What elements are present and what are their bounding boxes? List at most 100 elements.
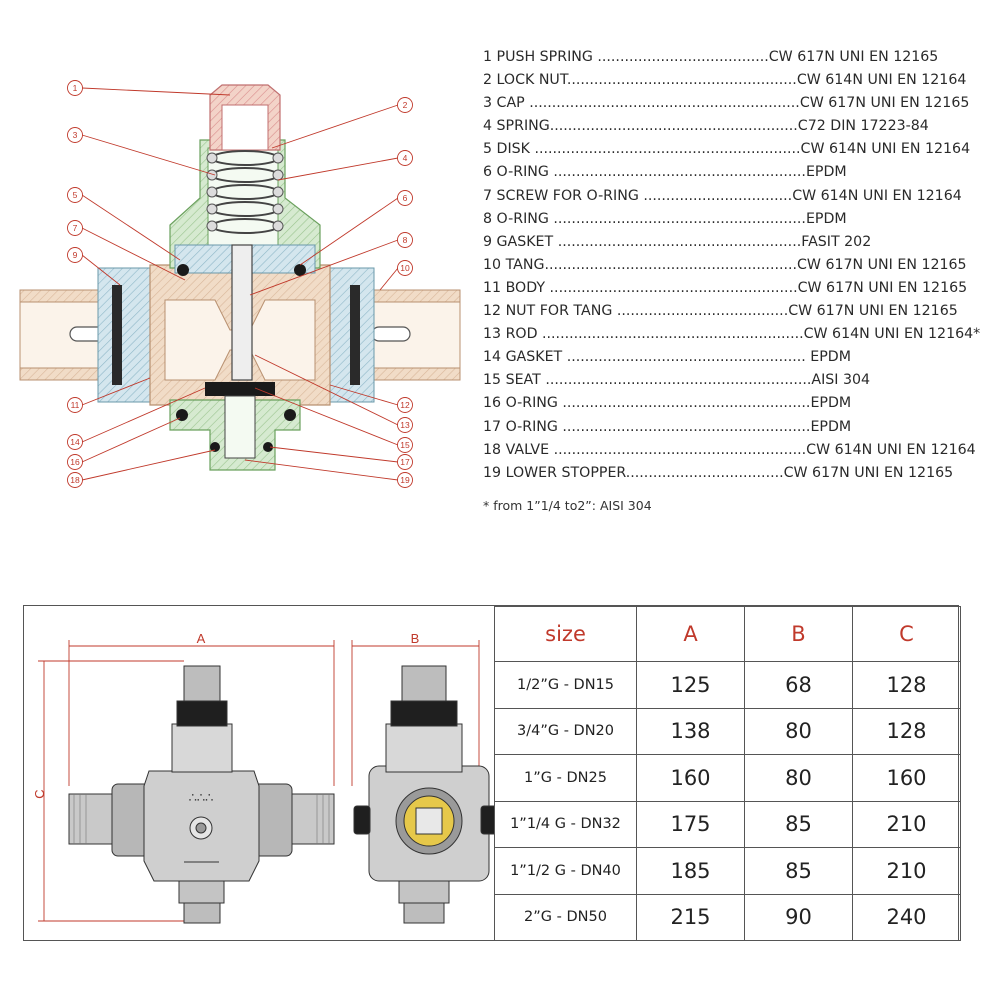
part-leader-dots: ........................................… bbox=[529, 95, 800, 112]
parts-list-item: 12 NUT FOR TANG ........................… bbox=[483, 300, 993, 323]
part-name: 3 CAP bbox=[483, 95, 530, 112]
part-material: CW 617N UNI EN 12165 bbox=[783, 464, 954, 481]
parts-list-item: 7 SCREW FOR O-RING .....................… bbox=[483, 185, 993, 208]
part-name: 15 SEAT bbox=[483, 372, 546, 389]
parts-list-item: 19 LOWER STOPPER........................… bbox=[483, 462, 993, 485]
dimension-cell: 85 bbox=[744, 847, 853, 895]
parts-list-item: 10 TANG.................................… bbox=[483, 254, 993, 277]
part-material: CW 617N UNI EN 12165 bbox=[797, 279, 968, 296]
header-c: C bbox=[852, 606, 961, 662]
part-leader-dots: ...................................... bbox=[597, 49, 769, 65]
part-leader-dots: ........................................… bbox=[542, 326, 804, 343]
part-name: 2 LOCK NUT bbox=[483, 72, 567, 89]
dimension-cell: 210 bbox=[852, 800, 961, 848]
callout-number: 19 bbox=[400, 475, 410, 485]
part-material: CW 614N UNI EN 12164 bbox=[806, 441, 976, 458]
parts-list-item: 14 GASKET ..............................… bbox=[483, 346, 993, 369]
part-material: CW 617N UNI EN 12165 bbox=[797, 256, 967, 273]
parts-list-item: 2 LOCK NUT..............................… bbox=[483, 69, 993, 92]
part-name: 6 O-RING bbox=[483, 164, 554, 181]
part-name: 13 ROD bbox=[483, 326, 543, 343]
part-leader-dots: ........................................… bbox=[549, 118, 798, 135]
dimension-cell: 210 bbox=[852, 847, 961, 895]
dimension-cell: 160 bbox=[852, 754, 961, 802]
part-name: 1 PUSH SPRING bbox=[483, 49, 598, 65]
dimension-cell: 90 bbox=[744, 893, 853, 941]
callout-circle bbox=[397, 397, 413, 413]
parts-list-item: 4 SPRING................................… bbox=[483, 115, 993, 138]
size-cell: 1”1/4 G - DN32 bbox=[494, 800, 637, 848]
part-material: CW 614N UNI EN 12164 bbox=[796, 72, 967, 89]
callout-number: 13 bbox=[400, 420, 410, 430]
dimension-cell: 80 bbox=[744, 754, 853, 802]
callout-number: 9 bbox=[73, 250, 78, 260]
parts-list-item: 6 O-RING ...............................… bbox=[483, 161, 993, 184]
dimension-b bbox=[351, 640, 480, 786]
callout-circle bbox=[397, 232, 413, 248]
logo-mark: ∴∴∴ bbox=[189, 791, 214, 806]
part-leader-dots: ........................................… bbox=[562, 395, 811, 412]
callout-number: 8 bbox=[403, 235, 408, 245]
part-name: 9 GASKET bbox=[483, 233, 558, 250]
callout-circle bbox=[67, 472, 83, 488]
part-leader-dots: ........................................… bbox=[553, 164, 806, 181]
callout-number: 3 bbox=[73, 130, 78, 140]
callout-circle bbox=[397, 97, 413, 113]
dimension-cell: 185 bbox=[636, 847, 745, 895]
part-name: 10 TANG bbox=[483, 256, 545, 273]
part-material: CW 617N UNI EN 12165 bbox=[799, 95, 970, 112]
callout-number: 18 bbox=[70, 475, 80, 485]
dimension-cell: 175 bbox=[636, 800, 745, 848]
part-material: CW 617N UNI EN 12165 bbox=[768, 49, 939, 65]
dimensions-panel: A B C bbox=[23, 605, 961, 941]
parts-list-item: 3 CAP ..................................… bbox=[483, 92, 993, 115]
header-size: size bbox=[494, 606, 637, 662]
part-name: 16 O-RING bbox=[483, 395, 563, 412]
part-name: 19 LOWER STOPPER bbox=[483, 464, 626, 481]
dimension-cell: 125 bbox=[636, 661, 745, 709]
parts-list-item: 11 BODY ................................… bbox=[483, 277, 993, 300]
part-name: 8 O-RING bbox=[483, 210, 554, 227]
part-leader-dots: ................................... bbox=[625, 464, 784, 481]
callout-circle bbox=[67, 80, 83, 96]
part-leader-dots: ...................................... bbox=[616, 303, 789, 320]
parts-list-item: 13 ROD .................................… bbox=[483, 323, 993, 346]
part-material: EPDM bbox=[810, 418, 852, 435]
callout-number: 11 bbox=[71, 400, 80, 410]
callout-number: 10 bbox=[400, 263, 410, 273]
callout-circle bbox=[67, 454, 83, 470]
dimension-c bbox=[38, 660, 184, 922]
part-leader-dots: ........................................… bbox=[562, 418, 811, 435]
dimension-cell: 68 bbox=[744, 661, 853, 709]
label-b: B bbox=[411, 631, 420, 646]
part-material: EPDM bbox=[810, 395, 852, 412]
callout-number: 15 bbox=[400, 440, 410, 450]
part-leader-dots: ........................................… bbox=[553, 210, 806, 227]
dimension-cell: 85 bbox=[744, 800, 853, 848]
parts-list-item: 17 O-RING ..............................… bbox=[483, 416, 993, 439]
part-material: FASIT 202 bbox=[801, 233, 872, 250]
dimension-cell: 128 bbox=[852, 707, 961, 755]
part-name: 7 SCREW FOR O-RING bbox=[483, 187, 644, 204]
parts-list-item: 8 O-RING ...............................… bbox=[483, 208, 993, 231]
parts-list-item: 9 GASKET ...............................… bbox=[483, 231, 993, 254]
dimension-cell: 128 bbox=[852, 661, 961, 709]
callout-number: 4 bbox=[403, 153, 408, 163]
part-material: CW 614N UNI EN 12164 bbox=[800, 141, 971, 158]
callout-number: 6 bbox=[403, 193, 408, 203]
valve-side-view bbox=[353, 665, 494, 924]
lower-valve bbox=[169, 382, 301, 471]
size-cell: 1”1/2 G - DN40 bbox=[494, 847, 637, 895]
callout-circle bbox=[67, 247, 83, 263]
callout-number: 16 bbox=[70, 457, 80, 467]
callout-circle bbox=[397, 454, 413, 470]
part-name: 17 O-RING bbox=[483, 418, 563, 435]
part-leader-dots: ........................................… bbox=[544, 256, 798, 273]
dimension-cell: 215 bbox=[636, 893, 745, 941]
